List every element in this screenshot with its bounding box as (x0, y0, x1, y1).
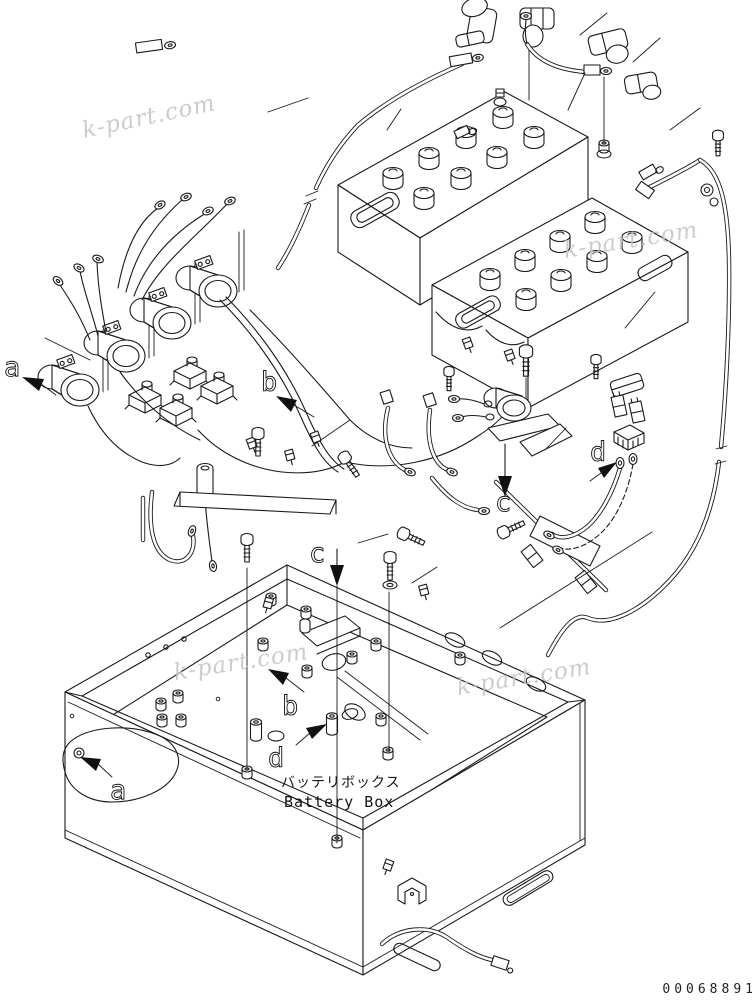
battery-relay (447, 388, 573, 456)
fuse-box (614, 425, 644, 450)
leader-lines (45, 13, 700, 770)
view-c-arrow (498, 444, 512, 497)
view-a-arrow (22, 377, 56, 395)
battery-cables (135, 11, 700, 399)
watermark: k-part.com (80, 90, 218, 144)
ground-cables (380, 390, 637, 594)
view-d-arrow-box (296, 724, 327, 745)
caption-english: Battery Box (284, 793, 394, 811)
terminal-cover (587, 28, 632, 69)
view-b-arrow-box (268, 669, 304, 692)
main-cable-right (548, 160, 729, 655)
view-label-c: c (495, 487, 511, 518)
battery-box (63, 565, 585, 975)
fusible-link (610, 391, 627, 417)
batteries (338, 89, 688, 408)
view-label-d-box: d (268, 743, 284, 774)
terminal-covers (455, 0, 662, 104)
battery-1 (338, 89, 588, 305)
view-label-b-box: b (282, 691, 298, 722)
fuse-parts (609, 372, 645, 450)
view-label-b: b (261, 367, 277, 398)
view-label-a: a (4, 352, 20, 383)
battery-2 (432, 139, 688, 408)
battery-2-terminal (597, 139, 611, 158)
caption-japanese: バッテリボックス (281, 775, 401, 791)
view-c-arrow-box (330, 549, 344, 843)
view-arrows: a b c d c b d a (4, 352, 617, 843)
view-label-c-box: c (309, 538, 325, 569)
relay-cluster (37, 191, 244, 407)
terminal-cover (455, 30, 485, 48)
terminal-cover (624, 71, 662, 103)
solenoid-relays (124, 356, 238, 427)
view-label-d: d (590, 437, 606, 468)
view-a-arrow-box (80, 757, 112, 777)
drawing-number: 00068891 (662, 982, 755, 997)
fusible-link (628, 397, 645, 423)
wiring-harness (88, 297, 504, 573)
view-d-arrow (590, 462, 617, 481)
battery-1-terminal (494, 89, 506, 106)
fasteners (240, 129, 724, 849)
view-label-a-box: a (110, 775, 126, 806)
view-b-arrow (276, 396, 314, 417)
